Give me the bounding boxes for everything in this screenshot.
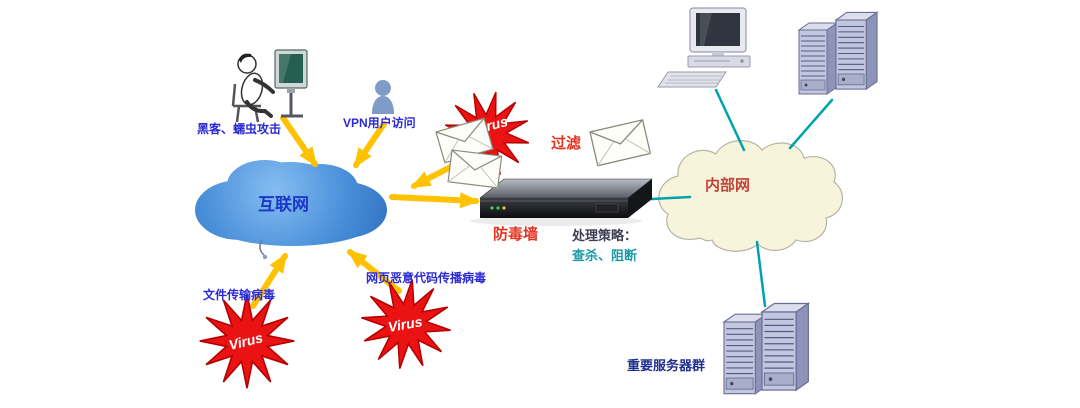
strategy-detail-label: 查杀、阻断 <box>572 248 638 263</box>
firewall-label: 防毒墙 <box>493 226 539 243</box>
virus-label-bottom-mid: Virus <box>387 313 424 335</box>
arrow-filevirus-to-internet <box>250 252 288 309</box>
strategy-title-label: 处理策略： <box>572 228 638 243</box>
link-intranet-pc <box>714 88 746 152</box>
vpn-user-icon <box>372 80 394 114</box>
internet-cloud-label: 互联网 <box>258 195 309 214</box>
intranet-cloud <box>658 140 843 252</box>
server-towers-icon <box>798 11 878 95</box>
server-group-icon <box>723 302 809 395</box>
firewall-appliance-icon <box>470 178 653 226</box>
cloud-tail-dot <box>262 254 268 260</box>
arrow-hacker-to-internet <box>280 115 318 168</box>
web-virus-label: 网页恶意代码传播病毒 <box>366 271 487 285</box>
envelope-icon <box>447 149 503 189</box>
filter-label: 过滤 <box>551 135 582 152</box>
hacker-attack-label: 黑客、蠕虫攻击 <box>197 122 282 136</box>
vpn-access-label: VPN用户访问 <box>343 116 416 130</box>
link-intranet-servergroup <box>755 240 767 308</box>
file-virus-label: 文件传输病毒 <box>203 288 276 302</box>
arrow-vpn-to-internet <box>353 121 387 169</box>
link-intranet-servers <box>788 98 834 150</box>
internet-cloud <box>195 160 387 246</box>
desktop-pc-icon <box>657 7 751 88</box>
envelope-icon <box>589 119 652 167</box>
cloud-tail <box>259 239 265 256</box>
server-group-label: 重要服务器群 <box>627 358 706 373</box>
hacker-at-computer-icon <box>231 49 308 123</box>
intranet-cloud-label: 内部网 <box>705 177 751 194</box>
arrow-internet-to-firewall <box>389 192 480 209</box>
